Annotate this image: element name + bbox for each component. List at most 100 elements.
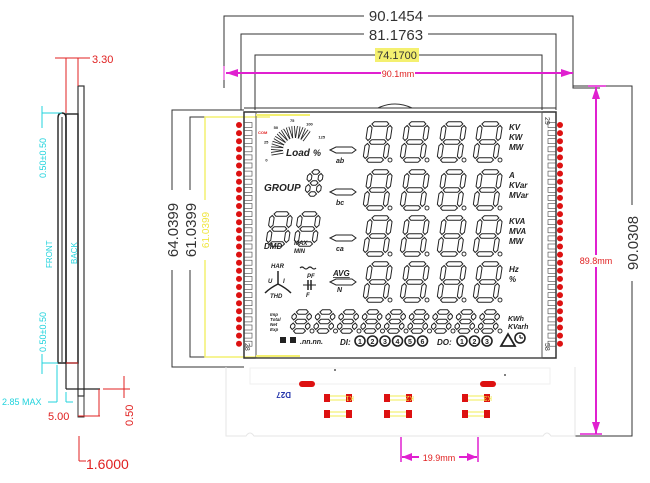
dmd-label: DMD [264, 242, 282, 251]
pin-dot-right [557, 251, 563, 258]
segment [402, 264, 410, 282]
segment [445, 322, 452, 331]
segment [459, 124, 467, 142]
pin-right [547, 203, 557, 209]
segment [459, 264, 467, 282]
segment [478, 187, 497, 193]
segment [419, 190, 427, 208]
pin-dot-left [236, 138, 242, 145]
phase-dash [328, 278, 357, 286]
decimal-point [424, 205, 430, 211]
pin-right [547, 162, 557, 169]
di-label: DI: [340, 338, 351, 347]
segment [439, 124, 447, 142]
connector-pad [346, 410, 352, 418]
seven-segment-digit [477, 309, 503, 334]
decimal-point [461, 251, 467, 257]
segment [385, 172, 393, 190]
segment [495, 264, 503, 282]
segment [365, 172, 373, 190]
segment [316, 328, 330, 334]
segment [365, 157, 385, 163]
segment [304, 322, 311, 331]
segment [492, 322, 499, 331]
seven-segment-digit [472, 261, 503, 303]
segment [385, 124, 393, 142]
pin-dot-left [236, 211, 242, 218]
unit-label: KVar [509, 181, 528, 190]
segment [268, 241, 286, 247]
segment [398, 322, 405, 331]
segment [309, 180, 319, 186]
seven-segment-digit [399, 261, 430, 303]
dim-pin-pitch: 19.9mm [423, 453, 456, 463]
segment [382, 236, 390, 254]
pin-dot-left [236, 243, 242, 250]
segment [338, 312, 345, 321]
top-dimensions: 90.1454 81.1763 74.1700 90.1mm [223, 8, 600, 110]
channel-indicator [379, 335, 391, 347]
segment [492, 282, 500, 300]
segment [405, 233, 424, 239]
pin-left [243, 130, 253, 136]
segment [495, 124, 503, 142]
segment [368, 279, 387, 285]
front-label: FRONT [45, 240, 54, 268]
min-label: MIN [294, 249, 306, 255]
i-label: I [283, 279, 285, 285]
seven-segment-digit [383, 309, 409, 334]
pin-right [547, 178, 557, 185]
segment [371, 261, 390, 267]
segment [351, 322, 358, 331]
segment [336, 322, 343, 331]
unit-label: MW [509, 237, 525, 246]
segment [436, 190, 444, 208]
pin-left [243, 219, 253, 225]
pin-left [243, 259, 253, 266]
dim-glass-height: 61.0399 [183, 203, 200, 257]
load-segment-inner [271, 150, 284, 155]
unit-label: A [508, 171, 515, 180]
segment [362, 142, 370, 160]
seven-segment-digit [436, 169, 467, 211]
pin-dot-left [236, 275, 242, 282]
connector-pad [462, 394, 468, 402]
load-segment-inner [281, 129, 290, 141]
segment [439, 218, 447, 236]
segment [307, 191, 318, 197]
segment [368, 233, 387, 239]
pin-dot-left [236, 308, 242, 315]
decimal-point [387, 205, 393, 211]
seven-segment-digit [430, 309, 456, 334]
energy-label: Net [270, 322, 278, 327]
pin-dot-left [236, 251, 242, 258]
decimal-point [497, 328, 503, 334]
channel-number: 5 [408, 339, 412, 346]
sign-icons [280, 337, 296, 343]
seven-segment-digit [360, 309, 385, 334]
segment [402, 205, 422, 211]
segment [481, 169, 500, 175]
pin-label-29: 29 [543, 117, 550, 125]
segment [382, 282, 390, 300]
segment [447, 312, 454, 321]
segment [388, 318, 402, 325]
do-label: DO: [437, 338, 452, 347]
dim-bottom-tolerance: 0.50±0.50 [38, 312, 48, 352]
connector-pad [406, 394, 412, 402]
channel-indicator [391, 335, 404, 347]
segment [311, 169, 321, 175]
segment [435, 318, 449, 325]
energy-label: Exp [270, 327, 279, 332]
dim-measured-height: 89.8mm [580, 256, 613, 266]
pin-dot-left [236, 267, 242, 274]
decimal-point [424, 297, 430, 303]
channel-number: 1 [358, 339, 362, 346]
segment [389, 309, 404, 315]
channel-number: 2 [371, 339, 375, 346]
unit-label: MVar [509, 191, 529, 200]
segment [386, 328, 401, 334]
pin-dot-right [557, 170, 563, 177]
main-digit-rows [362, 121, 503, 303]
pin-dot-left [236, 194, 242, 201]
